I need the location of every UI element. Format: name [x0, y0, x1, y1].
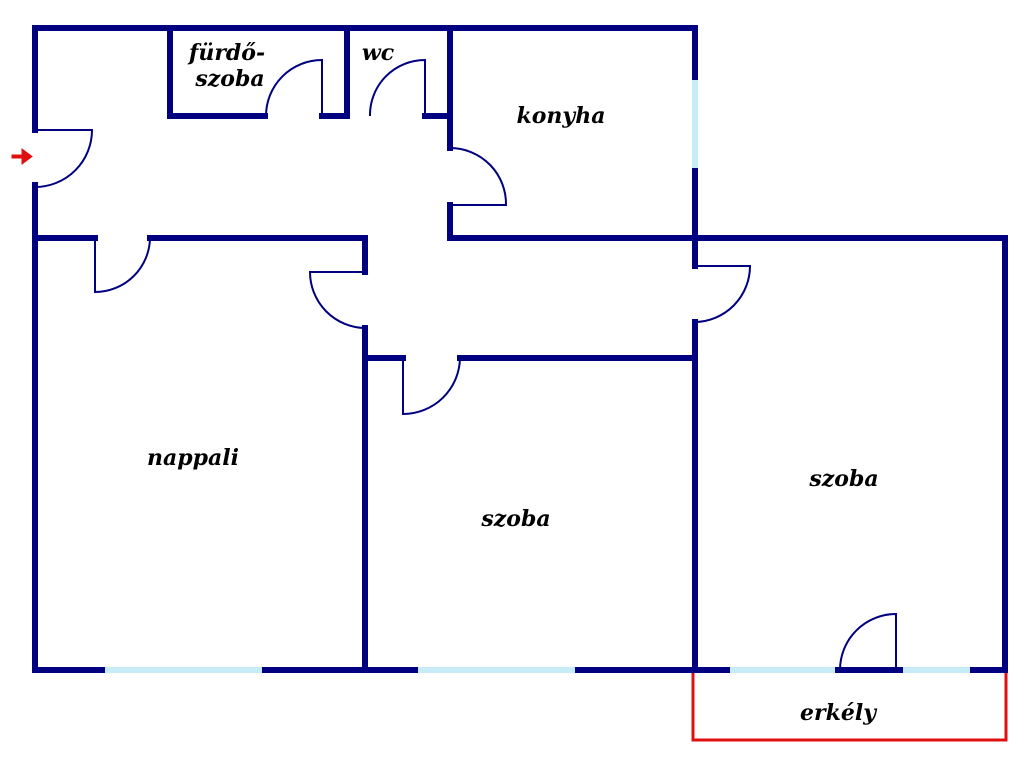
label-balcony: erkély [800, 700, 878, 726]
door-balcony [839, 612, 897, 671]
door-middle-room [402, 357, 461, 416]
door-wc [368, 58, 426, 117]
label-kitchen: konyha [517, 103, 606, 129]
label-bathroom-line2: szoba [194, 66, 264, 92]
door-right-room [694, 265, 752, 323]
label-wc: wc [362, 40, 395, 66]
door-entrance [34, 129, 94, 188]
door-living-room [94, 237, 151, 294]
label-room-middle: szoba [480, 506, 550, 532]
balcony-outline [691, 673, 1008, 742]
doors [34, 58, 897, 671]
entrance-arrow-icon [11, 148, 33, 165]
label-bathroom-line1: fürdő- [187, 40, 265, 66]
door-living-room-side [308, 271, 366, 329]
label-room-right: szoba [808, 466, 878, 492]
door-kitchen [449, 147, 508, 206]
door-bathroom [265, 58, 323, 117]
windows [105, 80, 970, 673]
label-living-room: nappali [147, 445, 239, 471]
